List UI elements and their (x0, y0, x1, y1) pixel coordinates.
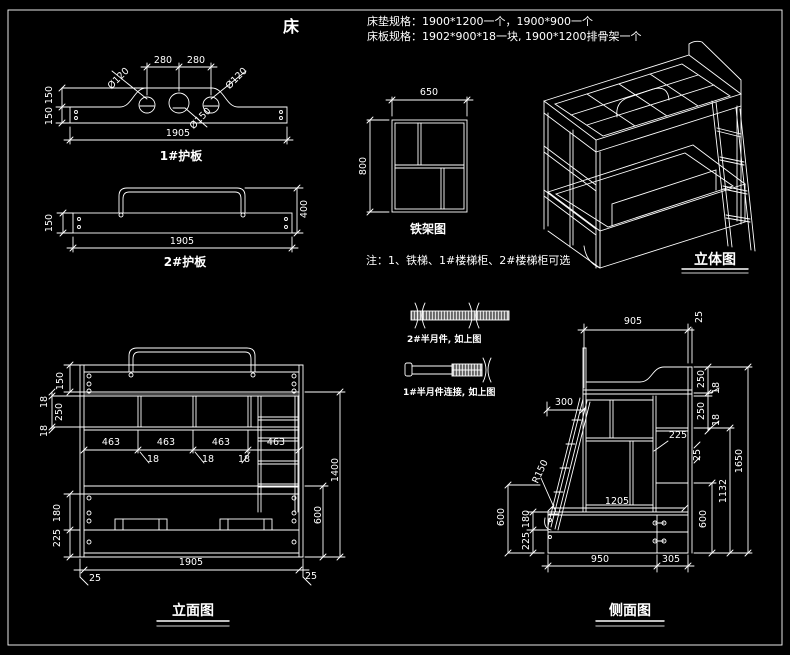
view-side-linework (504, 323, 753, 627)
view-title-iso: 立体图 (694, 252, 736, 268)
bolt-2-halfmoon-linework (410, 302, 510, 329)
view-title-frame: 铁架图 (409, 222, 447, 236)
note-text: 注：1、铁梯、1#楼梯柜、2#楼梯柜可选 (366, 254, 571, 267)
spec-text-block: 床垫规格：1900*1200一个，1900*900一个 床板规格：1902*90… (367, 14, 670, 44)
drawing-title: 床 (283, 17, 300, 36)
bolt1-label: 1#半月件连接, 如上图 (403, 388, 496, 398)
spec-line-1: 床垫规格：1900*1200一个，1900*900一个 (367, 15, 593, 28)
bolt-1-halfmoon-linework (404, 357, 492, 383)
view-title-side: 侧面图 (609, 603, 651, 619)
view-guard2-linework (56, 184, 304, 253)
spec-line-2: 床板规格：1902*900*18一块, 1900*1200排骨架一个 (367, 30, 642, 43)
view-title-guard1: 1#护板 (159, 149, 203, 163)
sheet-border (7, 9, 783, 646)
view-title-elevation: 立面图 (172, 603, 214, 619)
view-frame-linework (366, 96, 474, 216)
view-title-guard2: 2#护板 (163, 255, 207, 269)
view-iso-linework (543, 40, 756, 274)
bolt2-label: 2#半月件, 如上图 (407, 335, 482, 345)
view-guard1-linework (55, 62, 294, 145)
view-elevation-linework (48, 347, 346, 627)
